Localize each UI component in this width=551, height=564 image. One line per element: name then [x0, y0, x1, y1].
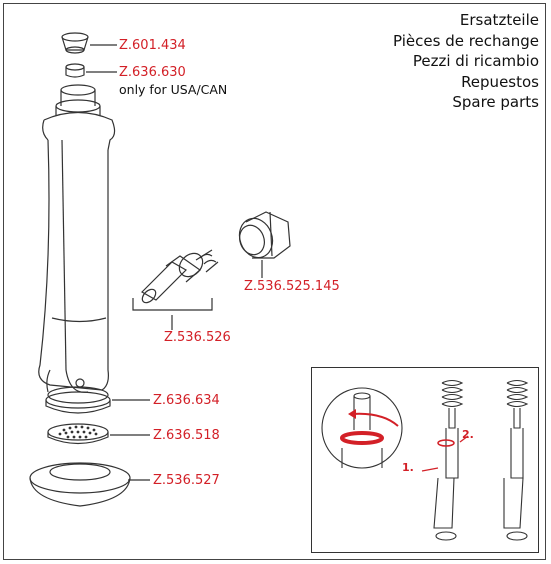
title-it: Pezzi di ricambio — [412, 52, 539, 70]
part-number-536525145: Z.536.525.145 — [244, 279, 340, 294]
title-es: Repuestos — [461, 72, 539, 91]
insert-part — [65, 63, 85, 78]
rotate-arrow-icon — [348, 409, 356, 419]
part-number-536526: Z.536.526 — [164, 330, 231, 345]
title-de: Ersatzteile — [459, 11, 539, 29]
ring-part — [45, 391, 111, 414]
magnified-detail-circle — [321, 387, 403, 469]
cartridge-part — [141, 249, 219, 304]
part-number-636518: Z.636.518 — [153, 428, 220, 443]
part-number-601434: Z.601.434 — [119, 38, 186, 53]
cap-part — [61, 32, 89, 54]
title-en: Spare parts — [452, 93, 539, 111]
title-block: Ersatzteile Pièces de rechange Pezzi di … — [393, 10, 539, 113]
nut-part — [238, 211, 291, 259]
part-note-usa-can: only for USA/CAN — [119, 82, 228, 97]
part-number-636630: Z.636.630 — [119, 65, 186, 80]
page-frame — [3, 3, 546, 560]
part-number-636634: Z.636.634 — [153, 393, 220, 408]
inset-drawing: 1. 2. — [321, 379, 529, 541]
handle-body — [38, 84, 116, 404]
step-2-label: 2. — [462, 428, 474, 441]
assembly-instruction-inset: 1. 2. — [311, 367, 539, 553]
step-1-label: 1. — [402, 461, 414, 474]
sieve-part — [47, 423, 109, 445]
highlight-ring — [340, 431, 384, 445]
title-fr: Pièces de rechange — [393, 31, 539, 50]
part-number-536527: Z.536.527 — [153, 473, 220, 488]
nozzle-ring-part — [29, 462, 131, 507]
